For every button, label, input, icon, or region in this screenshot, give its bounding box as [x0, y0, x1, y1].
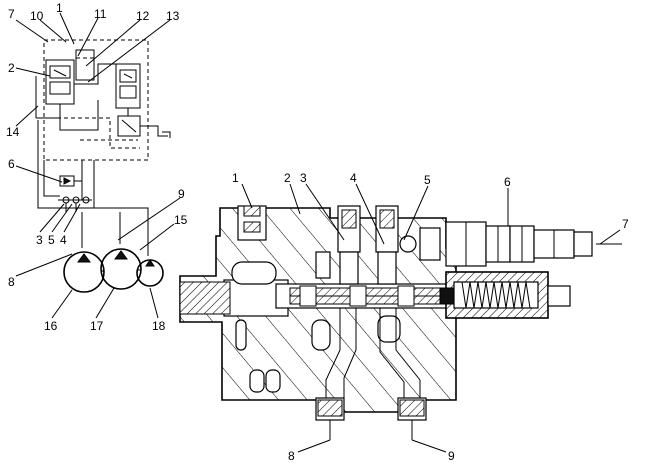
callout-s13: 13	[166, 9, 180, 23]
callout-s8: 8	[8, 275, 15, 289]
callout-s9: 9	[178, 187, 185, 201]
callout-v8: 8	[288, 449, 295, 463]
valve-enclosure	[43, 39, 149, 161]
callout-s11: 11	[94, 7, 107, 21]
callout-v2: 2	[284, 171, 291, 185]
callout-s5: 5	[48, 233, 55, 247]
callout-s1: 1	[56, 1, 63, 15]
callout-s15: 15	[174, 213, 188, 227]
hydraulic-schematic	[35, 39, 171, 293]
callout-v7: 7	[622, 217, 629, 231]
callout-s14: 14	[6, 125, 20, 139]
schematic-leaders	[15, 12, 181, 319]
callout-s2: 2	[8, 61, 15, 75]
callout-s16: 16	[44, 319, 58, 333]
callout-v5: 5	[424, 173, 431, 187]
callout-s6: 6	[8, 157, 15, 171]
callout-v4: 4	[350, 171, 357, 185]
callout-v6: 6	[504, 175, 511, 189]
valve-cross-section	[179, 205, 593, 421]
callout-s17: 17	[90, 319, 104, 333]
schematic-callouts: 7 10 1 11 12 13 2 14 6 3 5 4 9 15 8 16 1…	[6, 1, 188, 333]
end-cap	[547, 285, 571, 307]
callout-s7: 7	[8, 7, 15, 21]
section-leaders	[241, 183, 622, 453]
pump-17-symbol	[100, 248, 142, 290]
callout-s10: 10	[30, 9, 44, 23]
callout-v1: 1	[232, 171, 239, 185]
chamber	[231, 261, 277, 285]
callout-v9: 9	[448, 449, 455, 463]
callout-v3: 3	[300, 171, 307, 185]
callout-s12: 12	[136, 9, 150, 23]
callout-s3: 3	[36, 233, 43, 247]
callout-s4: 4	[60, 233, 67, 247]
callout-s18: 18	[152, 319, 166, 333]
section-callouts: 1 2 3 4 5 6 7 8 9	[232, 171, 629, 463]
